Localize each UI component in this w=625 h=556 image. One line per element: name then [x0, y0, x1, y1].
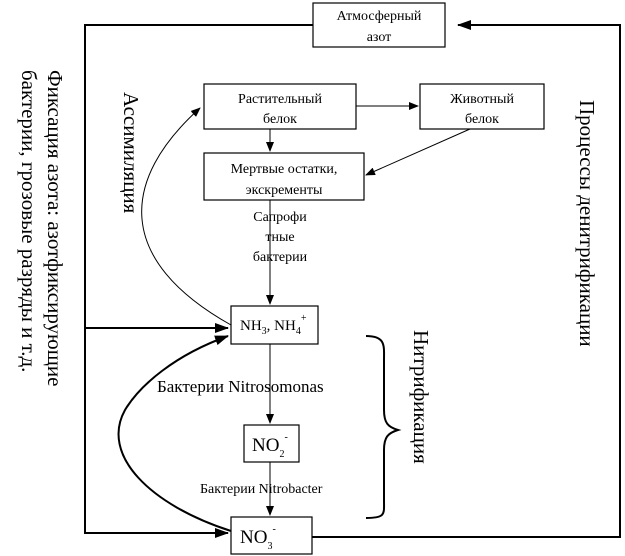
- plant-protein-line2: белок: [263, 112, 297, 127]
- nitrobacter-label: Бактерии Nitrobacter: [200, 482, 323, 497]
- nitrate-box: NO3-: [230, 516, 313, 555]
- assimilation-label: Ассимиляция: [119, 92, 143, 214]
- ammonia-formula: NH3, NH4+: [240, 313, 307, 337]
- saprophytic-line2: тные: [265, 230, 294, 245]
- nitrite-box: NO2-: [243, 424, 300, 463]
- nitrate-to-ammonia-arrow: [117, 335, 232, 532]
- dead-remains-line1: Мертвые остатки,: [231, 162, 338, 177]
- fixation-line-top: [84, 24, 313, 538]
- animal-to-dead-arrow: [365, 128, 471, 176]
- dead-remains-line2: экскременты: [246, 183, 323, 198]
- inner-arrows: [141, 102, 471, 516]
- outer-cycle-lines: [84, 20, 621, 538]
- atmospheric-nitrogen-box: Атмосферный азот: [312, 2, 446, 48]
- plant-protein-box: Растительный белок: [203, 83, 357, 130]
- animal-protein-box: Животный белок: [419, 83, 545, 130]
- atmospheric-nitrogen-line2: азот: [367, 30, 392, 45]
- nitrosomonas-label: Бактерии Nitrosomonas: [157, 377, 324, 396]
- denitrification-label: Процессы денитрификации: [575, 100, 599, 347]
- nitrification-label: Нитрификация: [409, 330, 433, 464]
- dead-remains-box: Мертвые остатки, экскременты: [203, 152, 365, 201]
- animal-protein-line2: белок: [465, 112, 499, 127]
- animal-protein-line1: Животный: [450, 92, 514, 107]
- fixation-label-line2: бактерии, грозовые разряды и т.д.: [17, 70, 41, 372]
- saprophytic-line3: бактерии: [253, 250, 308, 265]
- nitrite-formula: NO2-: [252, 432, 288, 460]
- fixation-label-line1: Фиксация азота: азотфиксирующие: [43, 70, 67, 386]
- atmospheric-nitrogen-line1: Атмосферный: [337, 9, 422, 24]
- plant-protein-line1: Растительный: [238, 92, 322, 107]
- ammonia-box: NH3, NH4+: [230, 305, 319, 345]
- nitrification-brace: [365, 335, 402, 519]
- nitrate-formula: NO3-: [240, 524, 276, 552]
- assimilation-arrow: [141, 107, 232, 326]
- denitrification-line: [312, 20, 621, 538]
- saprophytic-line1: Сапрофи: [253, 210, 307, 225]
